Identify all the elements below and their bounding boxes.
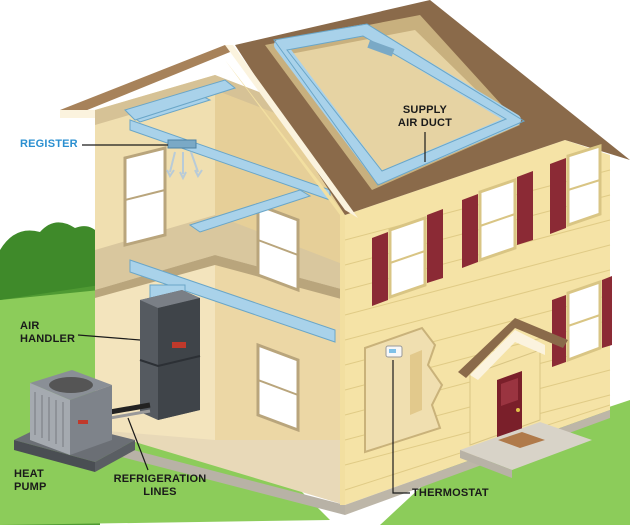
front-porch	[458, 318, 592, 478]
leader-air-handler	[77, 334, 141, 341]
air-handler-unit	[139, 290, 201, 420]
interior-window-lower-right	[256, 342, 300, 433]
roof-edge-left	[60, 45, 235, 117]
leader-lines	[77, 132, 426, 494]
leader-refrigeration	[127, 417, 149, 471]
refrigeration-lines	[109, 402, 151, 415]
register-vent	[166, 139, 203, 181]
label-air-handler-line2: HANDLER	[20, 333, 76, 345]
trees	[0, 222, 100, 300]
label-heat-pump: HEAT PUMP	[14, 468, 47, 494]
heat-pump-unit	[14, 370, 135, 472]
label-air-handler-line1: AIR	[20, 320, 40, 332]
roof-edge-fascia	[225, 45, 358, 218]
label-supply-air-duct-line1: SUPPLY	[402, 104, 448, 116]
label-supply-air-duct: SUPPLY AIR DUCT	[395, 104, 455, 130]
leader-thermostat	[392, 360, 410, 494]
label-register: REGISTER	[20, 138, 78, 150]
thermostat-device	[385, 345, 403, 358]
duct-upper-horizontal	[124, 79, 237, 121]
label-refrigeration-line1: REFRIGERATION	[113, 473, 207, 485]
exterior-window-lower-right	[552, 276, 612, 367]
thermostat-cutaway	[364, 326, 444, 454]
interior-window-upper-left	[123, 146, 167, 247]
label-refrigeration-line2: LINES	[143, 486, 177, 498]
exterior-windows-upper	[372, 143, 602, 306]
label-heat-pump-line1: HEAT	[14, 468, 44, 480]
label-refrigeration-lines: REFRIGERATION LINES	[110, 473, 210, 499]
foundation	[95, 440, 345, 515]
supply-air-duct	[274, 24, 521, 184]
duct-lower-main	[129, 259, 336, 343]
label-supply-air-duct-line2: AIR DUCT	[397, 117, 453, 129]
duct-branch-mid	[188, 189, 312, 233]
interior-window-upper-right	[256, 202, 300, 293]
label-thermostat: THERMOSTAT	[412, 487, 489, 499]
label-heat-pump-line2: PUMP	[14, 481, 47, 493]
label-air-handler: AIR HANDLER	[20, 320, 75, 346]
